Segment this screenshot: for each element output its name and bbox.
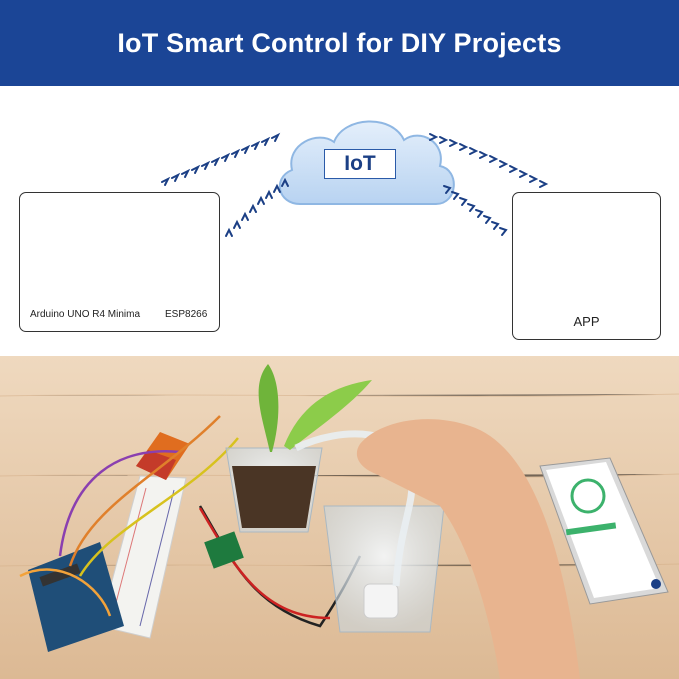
water-cup bbox=[323, 505, 445, 633]
arduino-caption: Arduino UNO R4 Minima bbox=[30, 309, 141, 320]
app-caption: APP bbox=[573, 314, 600, 329]
app-box bbox=[512, 192, 661, 340]
photo-illustration bbox=[0, 356, 679, 679]
smartphone-photo bbox=[539, 457, 669, 605]
wifi-arrows-icon bbox=[225, 177, 289, 237]
hand bbox=[356, 419, 580, 679]
wifi-arrows-icon bbox=[443, 185, 508, 236]
plant-cup bbox=[225, 364, 372, 533]
header-banner: IoT Smart Control for DIY Projects bbox=[0, 0, 679, 86]
relay-module bbox=[204, 531, 244, 569]
iot-diagram: IoT Arduino UNO R4 Minima ESP8266 APP bbox=[0, 86, 679, 356]
breadboard bbox=[99, 475, 187, 639]
wifi-arrows-icon bbox=[161, 132, 281, 186]
microcontroller-box bbox=[19, 192, 220, 332]
page-title: IoT Smart Control for DIY Projects bbox=[117, 27, 562, 58]
esp8266-caption: ESP8266 bbox=[165, 309, 208, 320]
iot-label: IoT bbox=[324, 149, 396, 179]
project-photo bbox=[0, 356, 679, 679]
battery-9v bbox=[136, 432, 190, 480]
wifi-arrows-icon bbox=[429, 133, 549, 188]
